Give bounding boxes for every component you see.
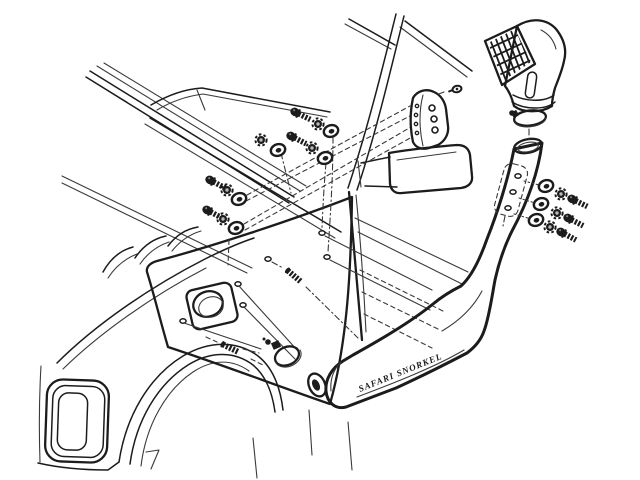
install-template (145, 195, 354, 406)
upper-hose-clamp (509, 109, 548, 128)
mounting-plate (493, 163, 529, 227)
leader-lines (183, 105, 433, 366)
door-lines (347, 190, 469, 349)
flat-washer (315, 149, 335, 167)
threaded-stud (284, 267, 304, 285)
hood-lines (56, 175, 255, 370)
door-mirror (357, 143, 474, 195)
hex-bolt (566, 193, 590, 211)
grille-mesh (488, 29, 531, 81)
a-pillar-bracket (409, 84, 463, 150)
indicator-lamp (43, 378, 111, 464)
flat-washer (268, 141, 288, 159)
template-hole (239, 302, 247, 308)
plate-hole (509, 189, 517, 195)
plate-hole (514, 173, 522, 179)
plate-leaders (513, 180, 540, 220)
flat-washer (526, 211, 546, 229)
flange-nut (554, 187, 568, 201)
fender-lower-lines (37, 365, 353, 479)
template-hole (179, 318, 187, 324)
snorkel-fasteners (526, 177, 590, 245)
windshield-frame (85, 62, 342, 239)
hex-bolt (285, 130, 309, 148)
flat-washer (226, 219, 246, 237)
air-ram-head (483, 19, 567, 141)
snorkel-mouth (513, 137, 543, 155)
outlet-spigot (307, 372, 327, 398)
flange-nut (305, 141, 319, 155)
flange-nut (220, 183, 234, 197)
wheel-arch (118, 343, 284, 467)
hex-bolt (562, 212, 586, 230)
plate-hole (504, 205, 512, 211)
hex-bolt (555, 226, 579, 245)
flat-washer (229, 190, 249, 208)
head-slot (524, 71, 538, 99)
fender-outlet-grommet (185, 281, 239, 331)
vehicle-outline (37, 13, 474, 479)
bracket-rivet (448, 84, 463, 94)
flat-washer (321, 122, 341, 140)
roof-lines (150, 18, 473, 118)
flange-nut (311, 117, 325, 131)
flat-washer (536, 177, 556, 195)
pillar-hole (323, 254, 331, 260)
flat-washer (531, 195, 551, 213)
template-hole (234, 281, 242, 287)
grille-face (483, 24, 537, 87)
flange-nut (550, 206, 564, 220)
lower-hose-clamp (262, 337, 302, 368)
flange-nut (216, 212, 230, 226)
flange-nut (254, 133, 268, 147)
a-pillar (347, 13, 405, 191)
stud-hole (264, 256, 272, 262)
snorkel-body: SAFARI SNORKEL (307, 137, 544, 410)
pillar-hole (318, 230, 326, 236)
flange-nut (543, 220, 557, 234)
threaded-stud (220, 340, 241, 355)
